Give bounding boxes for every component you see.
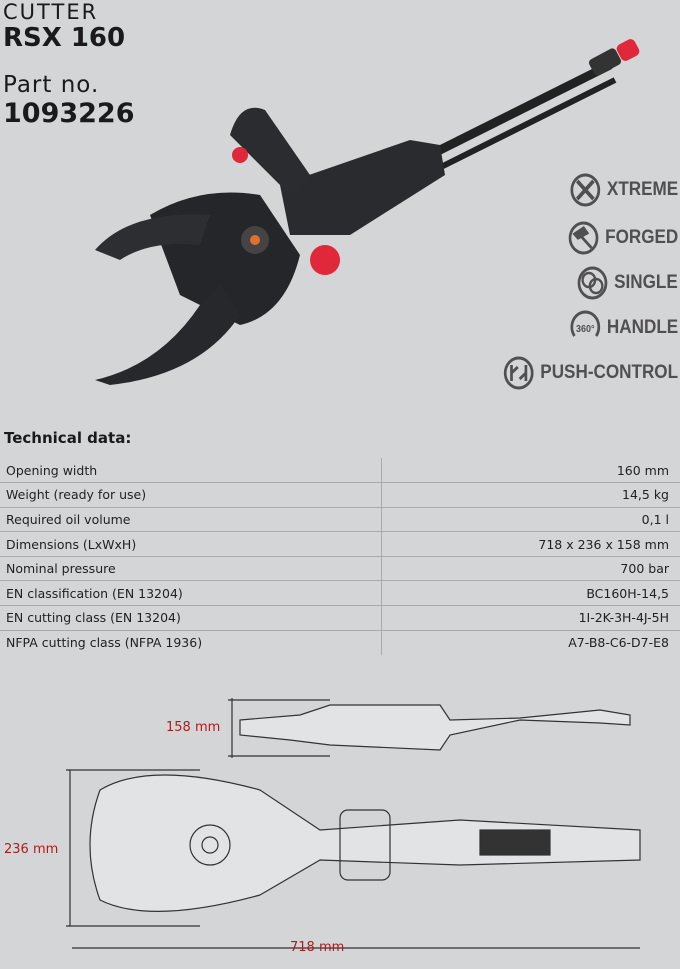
feature-handle: 360° HANDLE	[569, 310, 678, 346]
table-row: Dimensions (LxWxH)718 x 236 x 158 mm	[0, 531, 680, 557]
spec-label: Opening width	[0, 458, 381, 484]
spec-value: A7-B8-C6-D7-E8	[380, 630, 680, 655]
width-dimension: 236 mm	[4, 842, 59, 857]
product-image	[95, 39, 640, 385]
spec-label: EN classification (EN 13204)	[0, 580, 381, 607]
push-control-icon	[503, 356, 534, 390]
feature-forged: FORGED	[567, 220, 678, 256]
360-icon-text: 360°	[576, 324, 595, 336]
table-row: EN cutting class (EN 13204)1I-2K-3H-4J-5…	[0, 605, 680, 631]
spec-value: 718 x 236 x 158 mm	[380, 531, 680, 557]
spec-label: NFPA cutting class (NFPA 1936)	[6, 635, 203, 651]
spec-value: 14,5 kg	[380, 482, 680, 508]
feature-label: PUSH-CONTROL	[540, 362, 678, 383]
spec-value: BC160H-14,5	[380, 580, 680, 607]
hose	[417, 60, 617, 178]
table-row: EN classification (EN 13204)BC160H-14,5	[0, 580, 680, 607]
spec-value: 160 mm	[380, 458, 680, 484]
height-dimension: 158 mm	[166, 720, 221, 735]
feature-push-control: PUSH-CONTROL	[502, 355, 678, 391]
spec-label: Weight (ready for use)	[0, 482, 381, 508]
feature-single: SINGLE	[577, 265, 678, 301]
table-row: Weight (ready for use)14,5 kg	[0, 482, 680, 508]
spec-label: Dimensions (LxWxH)	[0, 531, 381, 557]
360-handle-icon: 360°	[570, 310, 600, 337]
dimension-drawing	[66, 698, 641, 949]
technical-data-heading: Technical data:	[4, 429, 132, 447]
product-category: CUTTER	[3, 0, 99, 24]
single-icon	[577, 266, 608, 300]
feature-xtreme: XTREME	[569, 172, 678, 208]
spec-label: EN cutting class (EN 13204)	[0, 605, 381, 631]
product-model: RSX 160	[3, 23, 126, 53]
spec-label: Required oil volume	[0, 507, 381, 533]
spec-value: 1I-2K-3H-4J-5H	[380, 605, 680, 631]
feature-label: SINGLE	[614, 272, 678, 293]
part-number-label: Part no.	[3, 72, 100, 98]
table-row: NFPA cutting class (NFPA 1936) A7-B8-C6-D…	[0, 630, 680, 655]
spec-value: 0,1 l	[380, 507, 680, 533]
feature-label: FORGED	[604, 227, 678, 248]
spec-label: Nominal pressure	[0, 556, 381, 582]
forged-icon	[568, 221, 599, 255]
xtreme-icon	[570, 173, 600, 207]
part-number: 1093226	[3, 98, 135, 129]
length-dimension: 718 mm	[290, 940, 345, 955]
spec-value: 700 bar	[380, 556, 680, 582]
feature-label: HANDLE	[606, 317, 678, 338]
feature-label: XTREME	[606, 179, 678, 200]
